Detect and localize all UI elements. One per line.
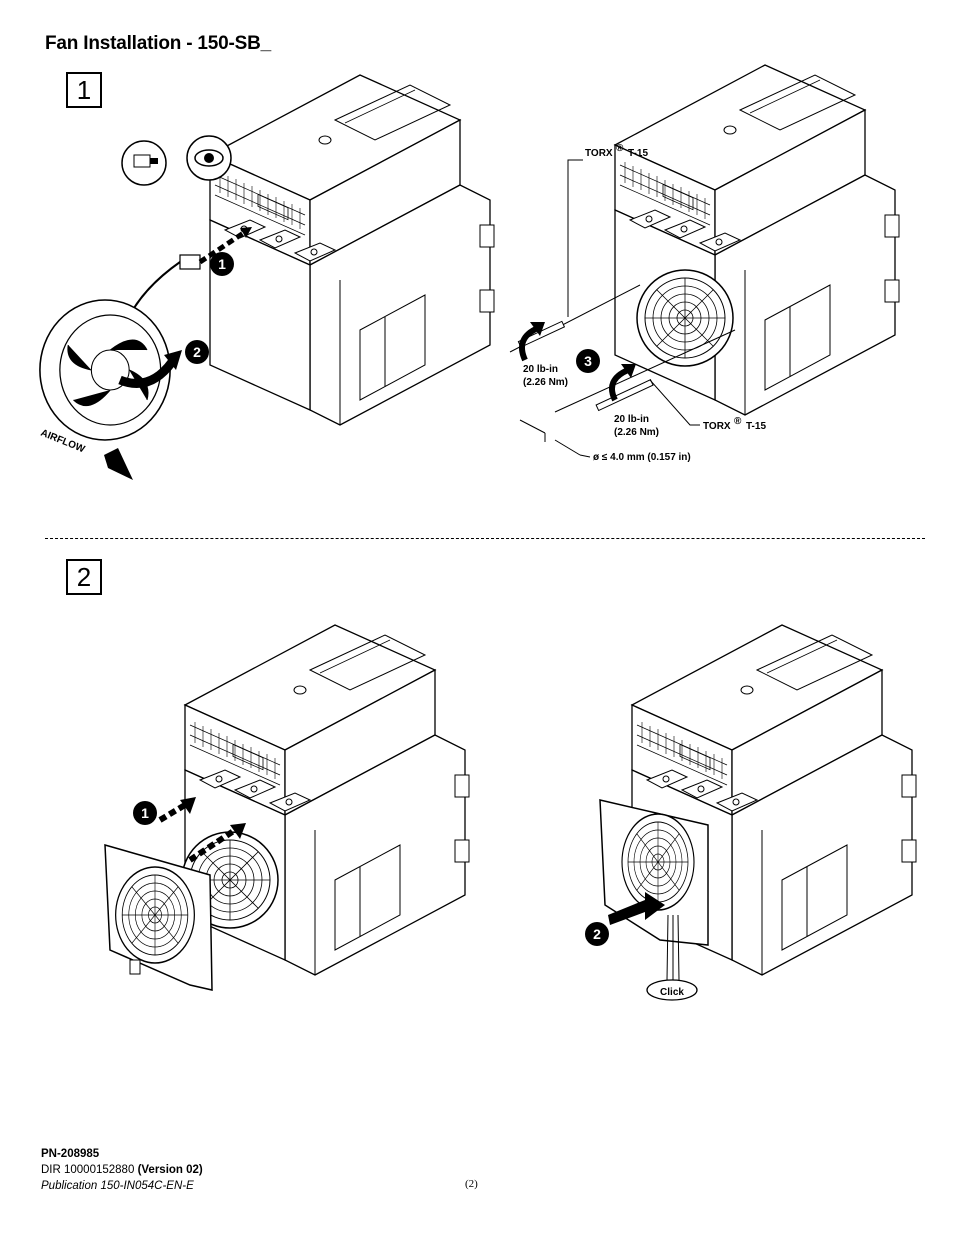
fan-unit-step1 <box>39 299 171 441</box>
page-number: (2) <box>465 1178 478 1190</box>
torque-right-line2: (2.26 Nm) <box>614 427 659 438</box>
torque-left-line1: 20 lb-in <box>523 364 558 375</box>
step-1-box: 1 <box>66 72 102 108</box>
part-number: PN-208985 <box>41 1148 100 1160</box>
publication-id: Publication 150-IN054C-EN-E <box>41 1180 194 1192</box>
torx-label-bottom: TORX <box>703 421 731 432</box>
registered-mark-top: ® <box>616 143 624 154</box>
push-arrow <box>608 892 665 925</box>
torque-left-line2: (2.26 Nm) <box>523 377 568 388</box>
diameter-label: ø ≤ 4.0 mm (0.157 in) <box>593 452 691 463</box>
page-title: Fan Installation - 150-SB_ <box>45 33 272 54</box>
registered-mark-bottom: ® <box>734 416 742 427</box>
rotate-arrow <box>118 359 176 388</box>
torx-label-top: TORX <box>585 148 613 159</box>
torx-size-top: T-15 <box>628 148 648 159</box>
callout-1-step1: 1 <box>218 256 226 272</box>
starter-step1-left <box>209 74 495 426</box>
click-label: Click <box>660 987 684 998</box>
guard-grille <box>114 866 196 964</box>
click-bubble <box>646 979 698 1001</box>
torx-size-bottom: T-15 <box>746 421 766 432</box>
callout-2-step1: 2 <box>193 344 201 360</box>
installed-fan-step1 <box>636 269 734 367</box>
screw-bottom <box>595 379 654 412</box>
starter-step1-right <box>614 64 900 416</box>
dir-version: (Version 02) <box>137 1164 203 1176</box>
torque-right-line1: 20 lb-in <box>614 414 649 425</box>
installed-guard-grille <box>621 813 695 911</box>
callout-3-step1: 3 <box>584 353 592 369</box>
callout-1-step2: 1 <box>141 805 149 821</box>
callout-2-step2: 2 <box>593 926 601 942</box>
dir-line: DIR 10000152880 (Version 02) <box>41 1164 203 1176</box>
dir-number: DIR 10000152880 <box>41 1164 135 1176</box>
step-2-box: 2 <box>66 559 102 595</box>
step-divider <box>45 538 925 539</box>
airflow-arrow <box>104 448 133 480</box>
